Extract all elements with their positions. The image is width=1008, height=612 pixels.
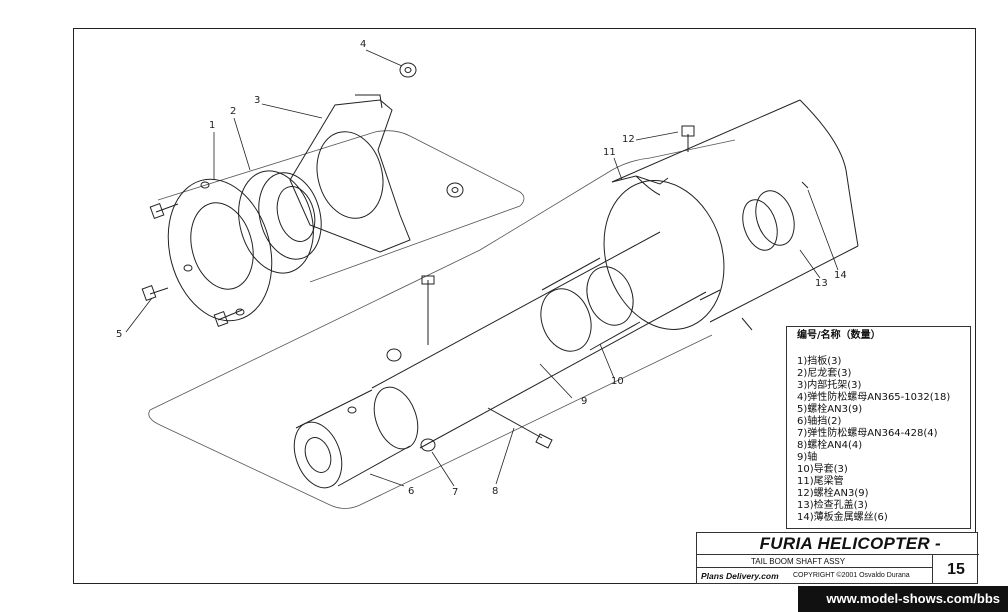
legend-item: 9)轴 (797, 452, 818, 463)
bolts (141, 125, 809, 449)
drawing-frame (73, 28, 976, 584)
legend-header: 编号/名称（数量） (797, 330, 881, 341)
callout-4: 4 (360, 39, 367, 50)
legend-item: 8)螺栓AN4(4) (797, 440, 863, 451)
bracket-plane-outline (157, 130, 525, 283)
parts-legend: 编号/名称（数量） 1)挡板(3) 2)尼龙套(3) 3)内部托架(3) 4)弹… (786, 326, 971, 529)
callout-1: 1 (209, 120, 216, 131)
page-number: 15 (947, 561, 965, 578)
assembly-plane-outline (148, 139, 736, 509)
callout-3: 3 (254, 95, 261, 106)
legend-item: 4)弹性防松螺母AN365-1032(18) (797, 392, 951, 403)
callout-11: 11 (603, 147, 616, 158)
callout-13: 13 (815, 278, 828, 289)
drawing-title: FURIA HELICOPTER - (697, 533, 979, 555)
inner-bracket (289, 94, 411, 253)
callout-14: 14 (834, 270, 847, 281)
callout-7: 7 (452, 487, 459, 498)
watermark-banner: www.model-shows.com/bbs (798, 586, 1008, 612)
legend-item: 3)内部托架(3) (797, 380, 862, 391)
legend-item: 7)弹性防松螺母AN364-428(4) (797, 428, 938, 439)
legend-item: 14)薄板金属螺丝(6) (797, 512, 888, 523)
legend-item: 6)轴挡(2) (797, 416, 842, 427)
legend-item: 5)螺栓AN3(9) (797, 404, 863, 415)
baffle-plate (167, 178, 273, 322)
callout-8: 8 (492, 486, 499, 497)
legend-item: 13)检查孔盖(3) (797, 500, 868, 511)
legend-item: 12)螺栓AN3(9) (797, 488, 869, 499)
legend-item: 1)挡板(3) (797, 356, 842, 367)
legend-item: 10)导套(3) (797, 464, 848, 475)
callout-2: 2 (230, 106, 237, 117)
drawing-subtitle: TAIL BOOM SHAFT ASSY (697, 555, 933, 568)
copyright-label: COPYRIGHT ©2001 Osvaldo Durana (790, 568, 933, 584)
shaft (371, 231, 707, 450)
callout-6: 6 (408, 486, 415, 497)
legend-item: 2)尼龙套(3) (797, 368, 852, 379)
shaft-stop (293, 389, 411, 489)
callout-5: 5 (116, 329, 123, 340)
nuts (386, 62, 464, 452)
callout-9: 9 (581, 396, 588, 407)
leader-lines (125, 49, 839, 487)
callout-12: 12 (622, 134, 635, 145)
publisher-label: Plans Delivery.com (701, 571, 779, 581)
nylon-sleeve (238, 170, 322, 274)
callout-10: 10 (611, 376, 624, 387)
title-block: FURIA HELICOPTER - TAIL BOOM SHAFT ASSY … (696, 532, 979, 584)
legend-item: 11)尾梁管 (797, 476, 844, 487)
